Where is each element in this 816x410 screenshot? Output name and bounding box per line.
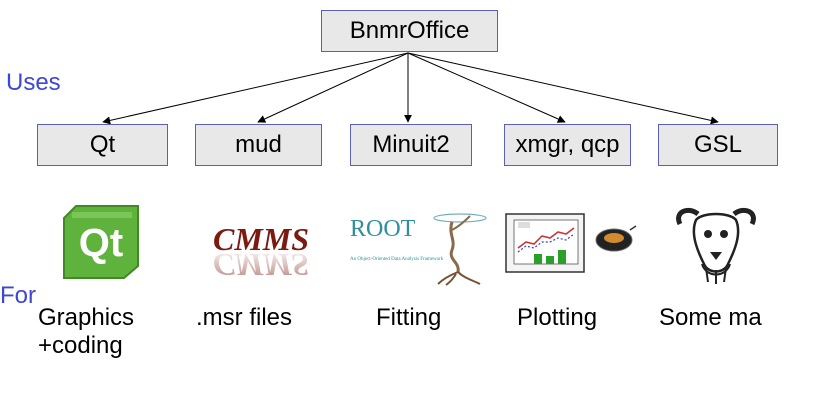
- caption-gsl: Some ma: [659, 304, 762, 331]
- caption-qt-line1: Graphics: [38, 304, 135, 331]
- root-node: BnmrOffice: [321, 10, 498, 52]
- node-qt-label: Qt: [89, 131, 116, 158]
- node-minuit2: Minuit2: [350, 124, 472, 166]
- cmms-logo-text: CMMS: [213, 222, 309, 257]
- cmms-logo-icon: CMMS CMMS: [213, 222, 309, 278]
- node-minuit2-label: Minuit2: [372, 131, 450, 158]
- node-gsl-label: GSL: [693, 131, 743, 158]
- caption-minuit2: Fitting: [376, 304, 442, 331]
- root-logo-icon: ROOT An Object-Oriented Data Analysis Fr…: [348, 210, 490, 286]
- node-xmgr-qcp: xmgr, qcp: [504, 124, 631, 166]
- caption-qt: Graphics +coding: [38, 304, 134, 360]
- root-logo-text: ROOT: [350, 216, 416, 242]
- arrow-to-gsl: [407, 52, 719, 125]
- uses-label: Uses: [6, 69, 61, 96]
- node-xmgr-qcp-label: xmgr, qcp: [515, 131, 620, 158]
- for-label: For: [0, 282, 36, 309]
- caption-xmgr: Plotting: [517, 304, 598, 331]
- root-node-label: BnmrOffice: [349, 17, 470, 44]
- qt-logo-text: Qt: [79, 221, 123, 265]
- caption-qt-line2: +coding: [38, 332, 123, 359]
- node-qt: Qt: [37, 124, 168, 166]
- node-mud-label: mud: [235, 131, 282, 158]
- root-logo-subtitle: An Object-Oriented Data Analysis Framewo…: [350, 257, 444, 262]
- node-mud: mud: [195, 124, 322, 166]
- qt-logo-icon: Qt: [63, 205, 139, 279]
- cmms-logo-reflection: CMMS: [213, 247, 309, 278]
- plot-logo-icon: [505, 213, 637, 273]
- arrow-to-qt: [102, 52, 409, 125]
- caption-mud: .msr files: [196, 304, 292, 331]
- node-gsl: GSL: [658, 124, 778, 166]
- gnu-logo-icon: [676, 207, 756, 284]
- arrow-to-xmgr: [407, 52, 566, 123]
- arrow-to-mud: [257, 52, 409, 123]
